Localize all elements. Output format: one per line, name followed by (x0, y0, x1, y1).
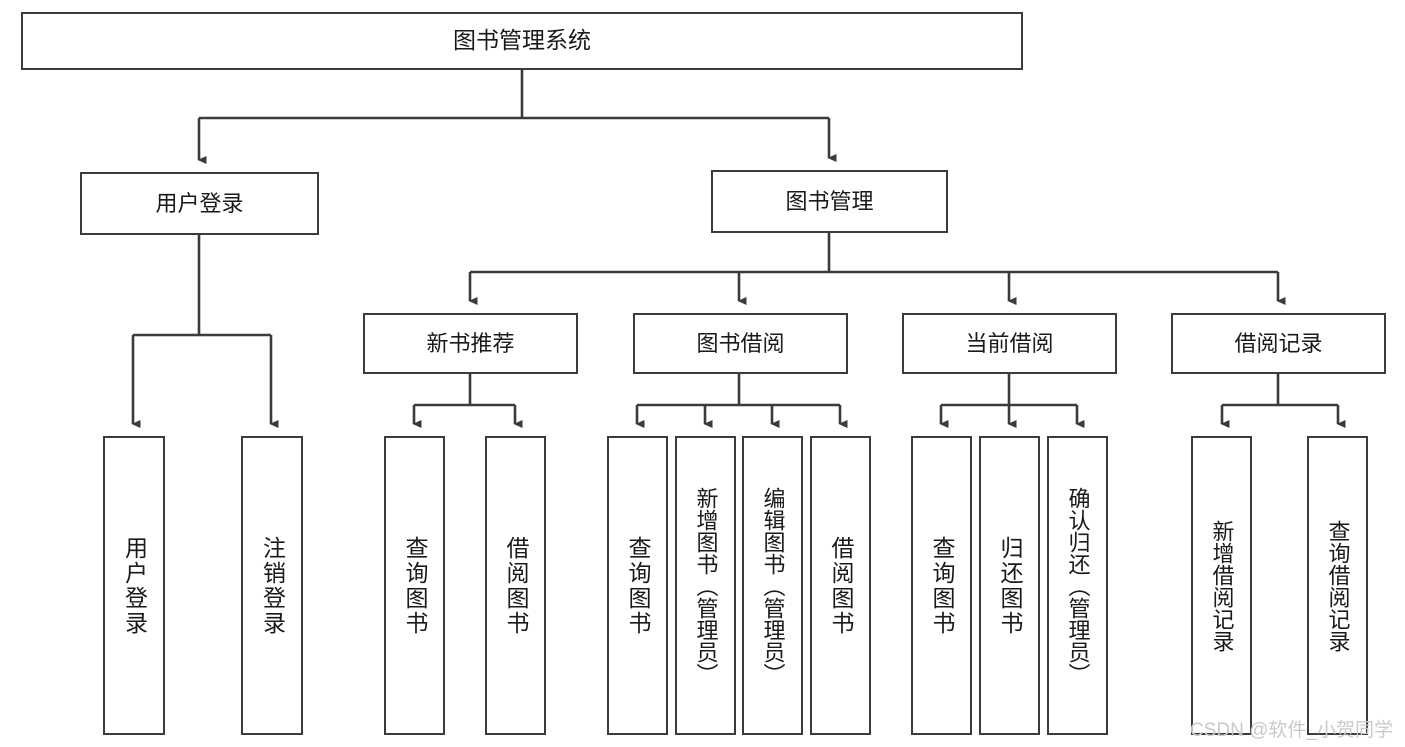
node-leaf-add-book-admin-label: 新增图书（管理员） (693, 486, 719, 685)
node-borrow-record-label: 借阅记录 (1234, 330, 1323, 356)
node-leaf-borrow-book-1[interactable]: 借阅图书 (485, 436, 546, 735)
node-new-book-recommend[interactable]: 新书推荐 (363, 313, 578, 374)
node-leaf-add-borrow-record[interactable]: 新增借阅记录 (1191, 436, 1252, 735)
node-leaf-user-logout[interactable]: 注销登录 (241, 436, 303, 735)
node-leaf-user-login[interactable]: 用户登录 (103, 436, 165, 735)
node-root-book-management-system[interactable]: 图书管理系统 (21, 12, 1023, 70)
node-leaf-edit-book-admin[interactable]: 编辑图书（管理员） (742, 436, 803, 735)
node-book-borrow[interactable]: 图书借阅 (633, 313, 848, 374)
node-leaf-query-borrow-record-label: 查询借阅记录 (1325, 519, 1351, 652)
node-user-login-label: 用户登录 (155, 190, 244, 216)
node-leaf-borrow-book-1-label: 借阅图书 (503, 535, 529, 636)
node-leaf-borrow-book-2[interactable]: 借阅图书 (810, 436, 871, 735)
node-leaf-user-login-label: 用户登录 (121, 535, 148, 636)
node-leaf-query-book-3[interactable]: 查询图书 (911, 436, 972, 735)
node-leaf-confirm-return-admin[interactable]: 确认归还（管理员） (1047, 436, 1108, 735)
node-borrow-record[interactable]: 借阅记录 (1171, 313, 1386, 374)
node-leaf-query-borrow-record[interactable]: 查询借阅记录 (1307, 436, 1368, 735)
node-leaf-query-book-3-label: 查询图书 (929, 535, 955, 636)
node-current-borrow[interactable]: 当前借阅 (902, 313, 1117, 374)
node-leaf-user-logout-label: 注销登录 (259, 535, 286, 636)
node-leaf-confirm-return-admin-label: 确认归还（管理员） (1065, 486, 1091, 685)
node-leaf-add-borrow-record-label: 新增借阅记录 (1209, 519, 1235, 652)
csdn-watermark: CSDN @软件_小贺同学 (1190, 720, 1393, 741)
node-current-borrow-label: 当前借阅 (965, 330, 1054, 356)
node-leaf-query-book-2[interactable]: 查询图书 (607, 436, 668, 735)
node-leaf-return-book-label: 归还图书 (997, 535, 1023, 636)
node-leaf-add-book-admin[interactable]: 新增图书（管理员） (675, 436, 736, 735)
node-leaf-return-book[interactable]: 归还图书 (979, 436, 1040, 735)
node-book-management-label: 图书管理 (785, 188, 874, 214)
node-root-label: 图书管理系统 (453, 27, 591, 54)
node-user-login[interactable]: 用户登录 (80, 172, 319, 235)
node-leaf-borrow-book-2-label: 借阅图书 (828, 535, 854, 636)
node-leaf-query-book-2-label: 查询图书 (625, 535, 651, 636)
node-new-book-recommend-label: 新书推荐 (426, 330, 515, 356)
node-book-management[interactable]: 图书管理 (711, 170, 948, 233)
node-book-borrow-label: 图书借阅 (696, 330, 785, 356)
node-leaf-edit-book-admin-label: 编辑图书（管理员） (760, 486, 786, 685)
node-leaf-query-book-1-label: 查询图书 (402, 535, 428, 636)
node-leaf-query-book-1[interactable]: 查询图书 (384, 436, 445, 735)
